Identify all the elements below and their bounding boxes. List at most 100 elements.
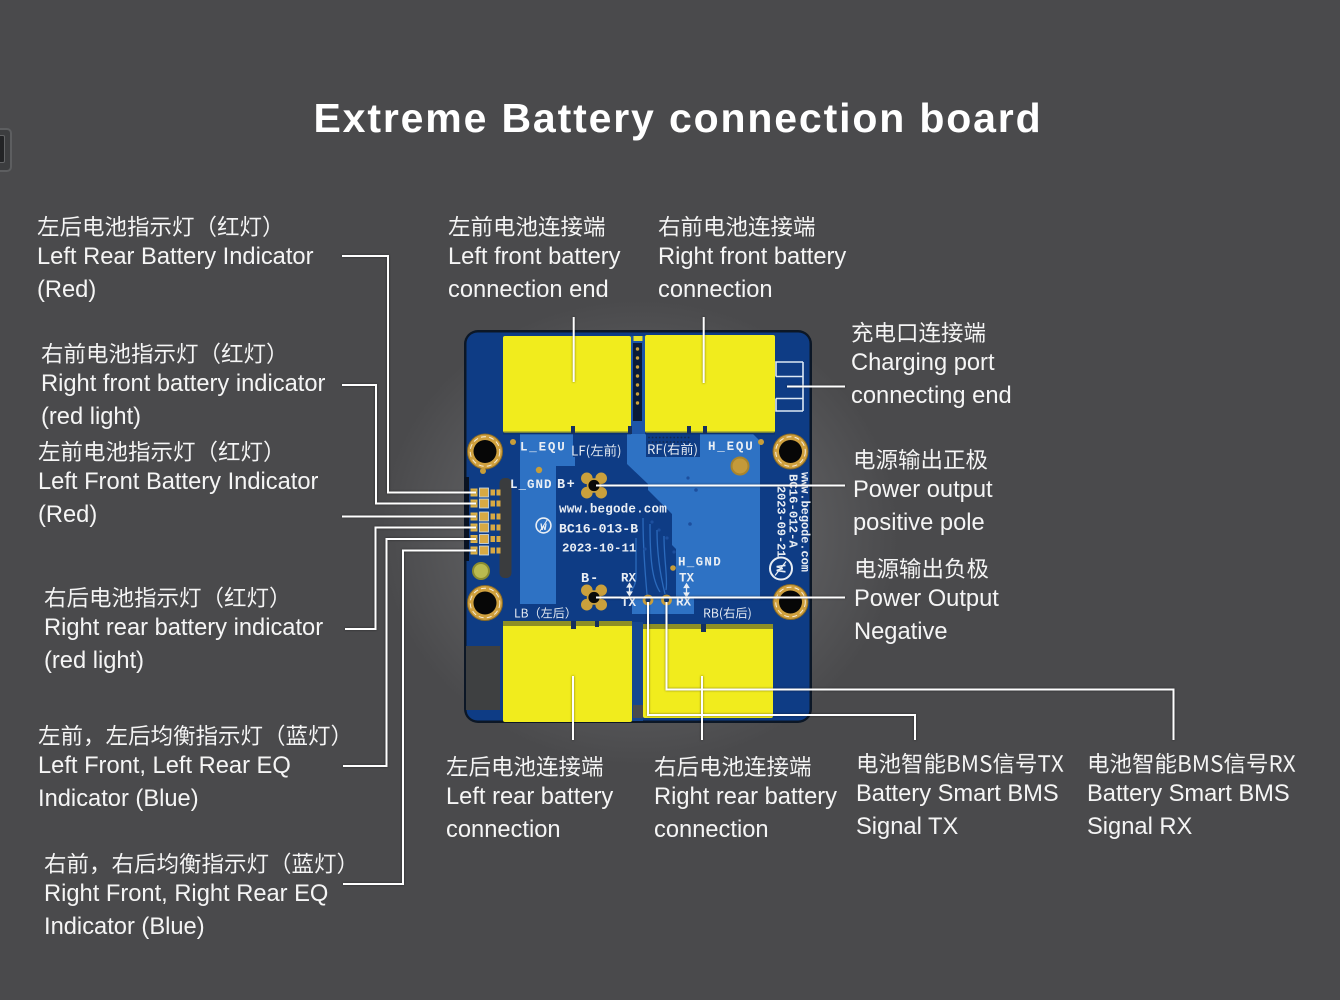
label-right-rear-connection-cn-svg-g	[654, 756, 811, 777]
label-right-rear-indicator-cn-svg-g-use	[134, 587, 156, 608]
label-left-eq-indicator-cn-svg-g-use	[331, 724, 338, 747]
label-left-front-indicator-cn-svg-g-use	[38, 441, 60, 462]
label-left-front-connection-cn-svg-g-use	[448, 216, 470, 237]
label-right-front-indicator-cn	[41, 338, 325, 371]
pad-left-front	[503, 336, 631, 433]
dotted-row-circle	[687, 441, 690, 443]
label-right-eq-indicator-cn-svg-g-use	[292, 853, 314, 874]
silk-rx-right: RX	[676, 596, 692, 610]
label-left-rear-connection-cn	[446, 751, 613, 784]
label-right-front-indicator-en2: (red light)	[41, 404, 142, 431]
label-right-eq-indicator-cn-svg-g	[44, 852, 344, 875]
dotted-row-circle	[651, 441, 654, 443]
label-left-rear-indicator: Left Rear Battery Indicator(Red)	[37, 211, 314, 309]
label-right-front-connection-cn-svg-g-use	[748, 216, 770, 237]
label-right-eq-indicator-cn-svg-g-use	[247, 853, 269, 874]
label-right-eq-indicator-cn-svg-g-use	[224, 854, 246, 874]
label-right-front-indicator-cn-svg-g-use	[88, 343, 108, 364]
label-left-rear-indicator-cn-svg-g-use	[172, 216, 194, 237]
label-power-negative-cn-svg-g-use	[945, 558, 965, 579]
dotted-row-circle	[676, 436, 679, 439]
led-connector-circle	[472, 562, 490, 580]
label-right-rear-connection-cn-svg-g-use	[744, 756, 766, 777]
top-gap-tab	[633, 336, 643, 341]
leader-left-eq-indicator	[343, 538, 476, 767]
label-left-eq-indicator-cn	[38, 720, 355, 753]
label-left-front-connection-cn-svg-g-use	[561, 216, 583, 237]
label-bms-rx-cn-svg-g-use	[1224, 753, 1245, 774]
screw-hole-circle	[775, 436, 806, 467]
logo-w-left: W	[540, 522, 547, 534]
led-pad-row-rect	[490, 489, 495, 496]
label-left-eq-indicator-cn-svg-g-use	[86, 738, 91, 747]
label-right-rear-indicator-cn	[44, 582, 323, 615]
label-left-front-indicator-cn-svg-g-use	[264, 440, 270, 463]
signal-arrows-path	[626, 591, 633, 597]
label-left-rear-indicator-cn	[37, 211, 314, 244]
label-right-eq-indicator-cn-svg-g-use	[44, 853, 66, 874]
label-power-negative-cn-svg-g	[856, 558, 989, 579]
gray-component	[466, 646, 500, 710]
pad-right-front-shadow	[645, 431, 775, 435]
label-left-front-connection-en1: Left front battery	[448, 244, 621, 271]
label-charging-port-cn-svg-g-use	[941, 322, 963, 343]
label-left-front-indicator-cn-svg-g-use	[61, 441, 82, 462]
top-gap-pins-circle	[635, 392, 640, 396]
led-pad-row-rect	[479, 545, 489, 556]
label-power-positive-en1: Power output	[853, 477, 993, 504]
label-bms-tx-cn-svg-g-use	[879, 753, 901, 774]
label-right-eq-indicator-cn-svg-g-use	[284, 852, 291, 875]
label-right-rear-connection-cn	[654, 751, 837, 784]
silk-tx-mid: TX	[621, 596, 637, 610]
label-right-eq-indicator-cn-svg-g-use	[67, 853, 88, 874]
label-left-front-indicator-cn-svg-g-use	[211, 440, 217, 463]
label-right-eq-indicator-cn-svg	[44, 852, 344, 875]
label-right-eq-indicator-en2: Indicator (Blue)	[44, 914, 205, 941]
label-power-negative-cn-svg-g-use	[856, 558, 876, 579]
top-gap-pins-circle	[635, 365, 640, 369]
label-bms-rx-cn-svg-g-use	[1194, 755, 1208, 773]
label-left-eq-indicator-cn-svg-g-use	[173, 725, 195, 746]
pad-right-front	[645, 335, 775, 433]
leader-bms-tx	[647, 602, 916, 740]
label-bms-rx-en1: Battery Smart BMS	[1087, 781, 1290, 808]
label-right-front-connection-cn-svg	[658, 216, 815, 237]
label-right-rear-indicator-cn-svg-g-use	[112, 587, 134, 608]
label-left-front-connection-cn-svg-g-use	[583, 216, 605, 237]
begode-logo-left-circle	[535, 517, 552, 534]
via-dots-circle	[688, 522, 692, 526]
label-charging-port-cn-svg-g-use	[964, 322, 986, 343]
led-pad-row-rect	[490, 524, 495, 531]
pad-notches-rect	[703, 426, 707, 434]
screw-holes	[467, 433, 809, 621]
label-right-front-indicator-cn-svg-g-use	[109, 343, 131, 364]
label-charging-port-cn-svg-g-use	[919, 322, 941, 343]
label-left-eq-indicator-cn-svg-g-use	[151, 725, 172, 746]
label-right-eq-indicator-cn	[44, 848, 361, 881]
label-left-eq-indicator-cn-svg-g-use	[308, 725, 330, 746]
label-bms-tx-cn	[856, 748, 1066, 781]
b-plus-pad	[581, 472, 607, 499]
pad-left-front-shadow	[503, 431, 631, 435]
label-bms-rx-cn-svg-g-use	[1283, 755, 1296, 773]
label-left-front-indicator-cn	[38, 436, 318, 469]
label-left-rear-indicator-cn-svg-g-use	[84, 216, 104, 237]
dotted-row-circle	[680, 436, 683, 439]
label-right-rear-indicator: Right rear battery indicator(red light)	[44, 582, 323, 680]
label-bms-tx-cn-svg-g-use	[858, 753, 878, 774]
silk-url: www.begode.com	[559, 503, 667, 517]
label-charging-port-en1: Charging port	[851, 350, 995, 377]
label-right-eq-indicator-cn-svg-g-use	[112, 853, 133, 874]
label-right-front-indicator-cn-svg-g-use	[176, 343, 198, 364]
label-bms-rx-cn-svg-g-use	[1247, 754, 1267, 774]
label-right-front-indicator-cn-svg-g	[41, 342, 273, 365]
label-bms-rx-cn-svg-g-use	[1155, 753, 1177, 774]
label-power-negative-cn-svg-g-use	[923, 558, 942, 579]
circuit-traces-path	[629, 538, 637, 593]
